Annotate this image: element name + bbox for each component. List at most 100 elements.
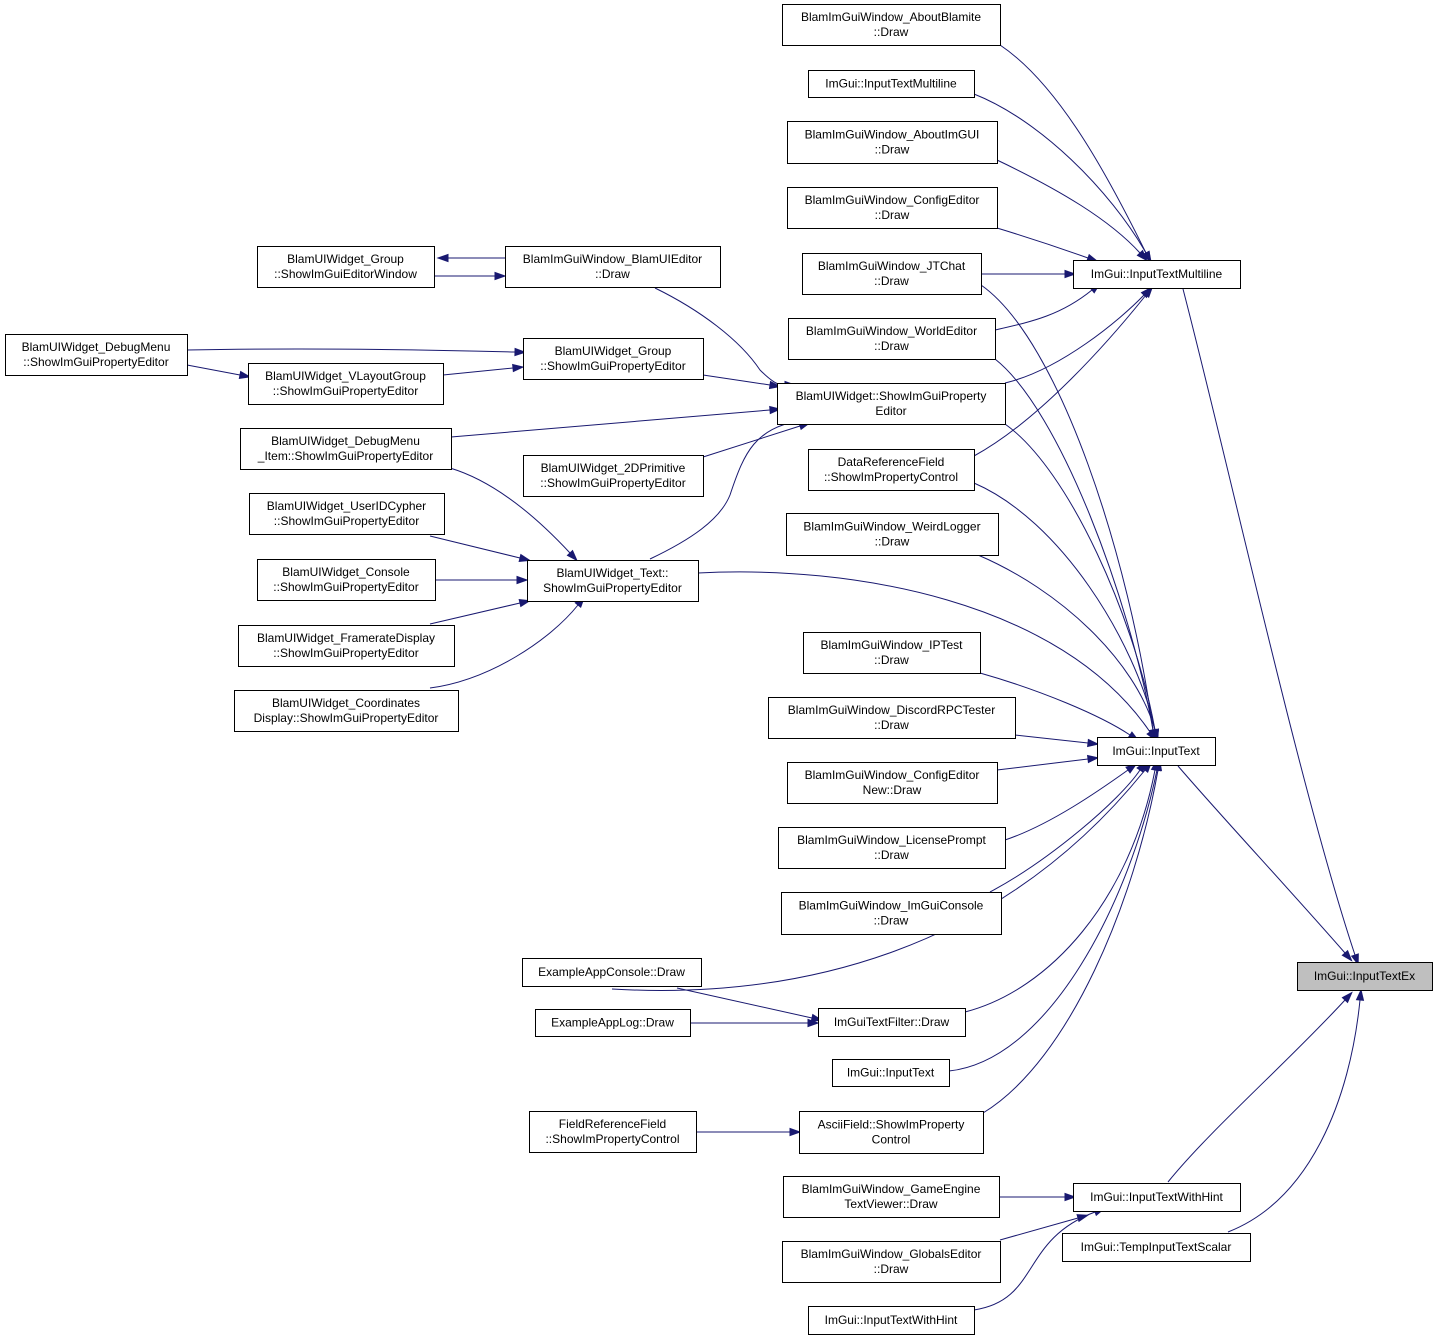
node-input-text-ex[interactable]: ImGui::InputTextEx bbox=[1297, 962, 1433, 991]
node-framerate-display[interactable]: BlamUIWidget_FramerateDisplay::ShowImGui… bbox=[238, 625, 455, 667]
node-text-filter-draw[interactable]: ImGuiTextFilter::Draw bbox=[818, 1008, 966, 1037]
node-group-prop-editor[interactable]: BlamUIWidget_Group::ShowImGuiPropertyEdi… bbox=[523, 338, 704, 380]
node-imgui-console-draw[interactable]: BlamImGuiWindow_ImGuiConsole::Draw bbox=[781, 892, 1002, 935]
node-show-property-editor[interactable]: BlamUIWidget::ShowImGuiPropertyEditor bbox=[777, 383, 1006, 425]
node-input-text[interactable]: ImGui::InputText bbox=[1097, 737, 1216, 766]
node-field-reference-field[interactable]: FieldReferenceField::ShowImPropertyContr… bbox=[529, 1111, 697, 1153]
node-example-app-console[interactable]: ExampleAppConsole::Draw bbox=[522, 958, 702, 987]
node-input-text-with-hint-2[interactable]: ImGui::InputTextWithHint bbox=[808, 1306, 975, 1335]
node-box bbox=[1073, 1183, 1241, 1212]
edge-line bbox=[996, 227, 1089, 259]
node-box bbox=[778, 827, 1006, 869]
node-label: FieldReferenceField bbox=[559, 1117, 666, 1131]
node-box bbox=[523, 455, 704, 497]
arrow-head bbox=[769, 405, 782, 415]
edge-config-editor-new-draw-to-input-text bbox=[996, 754, 1100, 771]
arrow-head bbox=[1142, 250, 1152, 263]
node-license-prompt-draw[interactable]: BlamImGuiWindow_LicensePrompt::Draw bbox=[778, 827, 1006, 869]
edge-line bbox=[611, 769, 1146, 991]
node-console-widget[interactable]: BlamUIWidget_Console::ShowImGuiPropertyE… bbox=[257, 559, 436, 601]
edge-line bbox=[1182, 288, 1356, 956]
node-input-text-with-hint[interactable]: ImGui::InputTextWithHint bbox=[1073, 1183, 1241, 1212]
node-label: ::Draw bbox=[874, 274, 909, 288]
node-about-imgui-draw[interactable]: BlamImGuiWindow_AboutImGUI::Draw bbox=[787, 121, 998, 164]
node-config-editor-draw[interactable]: BlamImGuiWindow_ConfigEditor::Draw bbox=[787, 187, 998, 229]
node-label: ImGui::InputTextWithHint bbox=[1090, 1190, 1223, 1204]
node-label: ::ShowImGuiEditorWindow bbox=[274, 267, 417, 281]
node-label: BlamImGuiWindow_AboutBlamite bbox=[801, 10, 981, 24]
edge-line bbox=[977, 554, 1156, 731]
node-about-blamite-draw[interactable]: BlamImGuiWindow_AboutBlamite::Draw bbox=[782, 4, 1001, 46]
node-label: BlamImGuiWindow_ConfigEditor bbox=[805, 193, 980, 207]
node-userid-cypher[interactable]: BlamUIWidget_UserIDCypher::ShowImGuiProp… bbox=[249, 493, 445, 535]
node-game-engine-text-viewer[interactable]: BlamImGuiWindow_GameEngineTextViewer::Dr… bbox=[783, 1176, 1000, 1218]
edge-input-text-multiline-2-to-input-text-multiline bbox=[973, 93, 1152, 263]
node-temp-input-text-scalar[interactable]: ImGui::TempInputTextScalar bbox=[1062, 1233, 1251, 1262]
arrow-head bbox=[512, 363, 525, 373]
edge-line bbox=[429, 535, 521, 559]
edge-line bbox=[1004, 423, 1156, 731]
node-box bbox=[803, 632, 981, 674]
node-data-reference-field[interactable]: DataReferenceField::ShowImPropertyContro… bbox=[808, 449, 975, 491]
node-input-text-2[interactable]: ImGui::InputText bbox=[832, 1059, 950, 1087]
node-example-app-log[interactable]: ExampleAppLog::Draw bbox=[535, 1009, 691, 1037]
node-label: BlamUIWidget_Group bbox=[287, 252, 404, 266]
node-vlayout-group[interactable]: BlamUIWidget_VLayoutGroup::ShowImGuiProp… bbox=[248, 363, 444, 405]
node-label: ImGuiTextFilter::Draw bbox=[834, 1015, 950, 1029]
node-jtchat-draw[interactable]: BlamImGuiWindow_JTChat::Draw bbox=[802, 253, 982, 295]
edge-line bbox=[186, 364, 241, 376]
node-world-editor-draw[interactable]: BlamImGuiWindow_WorldEditor::Draw bbox=[788, 318, 996, 360]
node-iptest-draw[interactable]: BlamImGuiWindow_IPTest::Draw bbox=[803, 632, 981, 674]
node-label: ::ShowImGuiPropertyEditor bbox=[540, 359, 685, 373]
node-label: BlamUIWidget_DebugMenu bbox=[22, 340, 171, 354]
node-label: BlamUIWidget_Coordinates bbox=[272, 696, 420, 710]
edge-about-blamite-draw-to-input-text-multiline bbox=[999, 44, 1152, 264]
arrow-head bbox=[1086, 754, 1100, 764]
node-label: BlamUIWidget_Text:: bbox=[556, 566, 668, 580]
node-globals-editor-draw[interactable]: BlamImGuiWindow_GlobalsEditor::Draw bbox=[782, 1241, 1001, 1283]
node-discord-rpc-draw[interactable]: BlamImGuiWindow_DiscordRPCTester::Draw bbox=[768, 697, 1016, 739]
node-label: ImGui::InputTextEx bbox=[1314, 969, 1415, 983]
node-label: New::Draw bbox=[863, 783, 922, 797]
node-debug-menu-item[interactable]: BlamUIWidget_DebugMenu_Item::ShowImGuiPr… bbox=[240, 428, 452, 470]
node-box bbox=[787, 762, 998, 804]
node-label: ::Draw bbox=[874, 653, 909, 667]
node-label: _Item::ShowImGuiPropertyEditor bbox=[257, 449, 433, 463]
arrow-head bbox=[789, 1127, 802, 1137]
node-text-prop-editor[interactable]: BlamUIWidget_Text::ShowImGuiPropertyEdit… bbox=[527, 560, 699, 602]
edge-input-text-with-hint-to-input-text-ex bbox=[1167, 991, 1353, 1183]
node-coordinates-display[interactable]: BlamUIWidget_CoordinatesDisplay::ShowImG… bbox=[234, 690, 459, 732]
node-blamui-editor-draw[interactable]: BlamImGuiWindow_BlamUIEditor::Draw bbox=[505, 246, 721, 288]
node-label: Editor bbox=[875, 404, 906, 418]
node-primitive-2d[interactable]: BlamUIWidget_2DPrimitive::ShowImGuiPrope… bbox=[523, 455, 704, 497]
edge-line bbox=[429, 602, 521, 625]
edge-data-reference-field-to-input-text-multiline bbox=[973, 286, 1154, 457]
node-label: BlamUIWidget_UserIDCypher bbox=[267, 499, 426, 513]
node-label: BlamImGuiWindow_WorldEditor bbox=[806, 324, 977, 338]
node-debug-menu[interactable]: BlamUIWidget_DebugMenu::ShowImGuiPropert… bbox=[5, 334, 188, 376]
node-label: ::Draw bbox=[875, 143, 910, 157]
edge-show-property-editor-to-input-text bbox=[1004, 423, 1160, 742]
node-weird-logger-draw[interactable]: BlamImGuiWindow_WeirdLogger::Draw bbox=[786, 513, 999, 556]
edge-example-app-console-to-text-filter-draw bbox=[676, 987, 824, 1022]
node-input-text-multiline-2[interactable]: ImGui::InputTextMultiline bbox=[808, 70, 975, 98]
node-group-editor-window[interactable]: BlamUIWidget_Group::ShowImGuiEditorWindo… bbox=[257, 246, 435, 288]
node-label: ::Draw bbox=[875, 208, 910, 222]
arrow-head bbox=[1064, 1192, 1077, 1202]
edge-line bbox=[697, 571, 1151, 733]
node-input-text-multiline[interactable]: ImGui::InputTextMultiline bbox=[1073, 260, 1241, 289]
node-label: ::Draw bbox=[874, 1262, 909, 1276]
node-box bbox=[781, 892, 1002, 935]
node-ascii-field[interactable]: AsciiField::ShowImPropertyControl bbox=[799, 1111, 984, 1154]
edge-line bbox=[994, 289, 1093, 331]
edge-debug-menu-to-vlayout-group bbox=[186, 364, 252, 380]
node-box bbox=[238, 625, 455, 667]
edge-imgui-console-draw-to-input-text bbox=[989, 760, 1147, 893]
node-box bbox=[523, 338, 704, 380]
edge-line bbox=[699, 425, 801, 459]
edge-line bbox=[973, 482, 1156, 731]
node-box bbox=[832, 1059, 950, 1087]
edge-framerate-display-to-text-prop-editor bbox=[429, 599, 532, 625]
